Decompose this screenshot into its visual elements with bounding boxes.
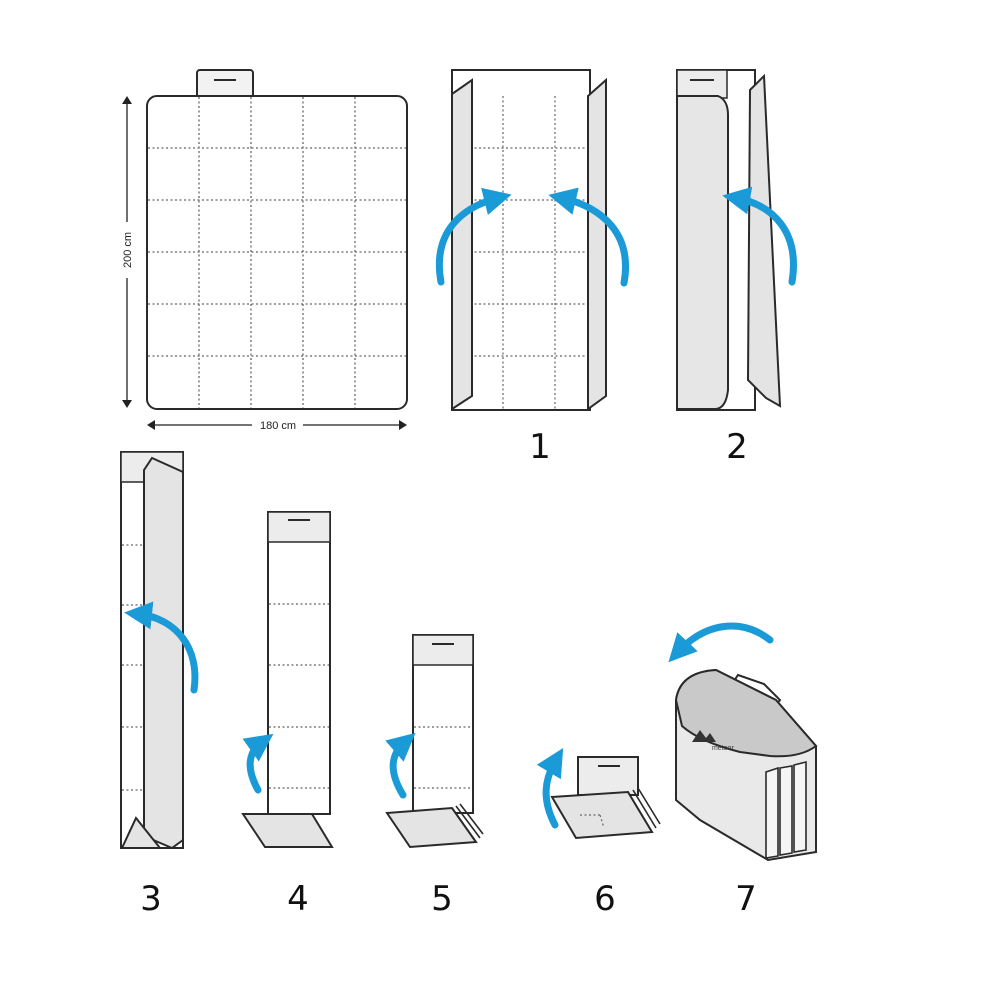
curved-arrow-icon: [548, 187, 629, 287]
right-folded-flap: [587, 77, 607, 411]
step-2-label: 2: [726, 427, 748, 467]
curved-arrow-icon: [668, 622, 774, 663]
blanket-handle-tab: [196, 69, 254, 99]
folded-strip: [143, 456, 184, 850]
mountain-logo-icon: [692, 730, 716, 742]
width-label: 180 cm: [260, 420, 296, 432]
curved-arrow-icon: [385, 732, 416, 799]
right-folding-panel: [746, 73, 782, 408]
step-3-label: 3: [140, 879, 162, 919]
curved-arrow-icon: [436, 187, 512, 286]
step-4-illustration: 4: [241, 511, 334, 919]
unfolded-blanket: 200 cm 180 cm: [122, 69, 408, 432]
height-label: 200 cm: [122, 232, 134, 268]
folded-half: [676, 95, 729, 410]
step-2-illustration: 2: [676, 69, 797, 467]
folded-layers: [765, 760, 807, 859]
height-dimension: 200 cm: [122, 96, 134, 408]
blanket-outline: [146, 95, 408, 410]
step-1-illustration: 1: [436, 69, 629, 467]
curved-arrow-icon: [722, 186, 797, 286]
step-4-label: 4: [287, 879, 309, 919]
curved-arrow-icon: [536, 747, 564, 829]
step-7-label: 7: [735, 879, 757, 919]
step-5-illustration: 5: [385, 634, 484, 919]
step-6-illustration: 6: [536, 747, 661, 919]
width-dimension: 180 cm: [147, 420, 407, 432]
step-1-label: 1: [529, 427, 551, 467]
left-folded-flap: [451, 78, 473, 411]
curved-arrow-icon: [242, 733, 274, 794]
step-3-illustration: 3: [120, 451, 199, 919]
bag-brand-text: meteor: [712, 745, 734, 752]
step-5-label: 5: [431, 879, 453, 919]
folded-bottom-section: [241, 813, 334, 848]
folded-bundle: [550, 790, 654, 840]
curved-arrow-icon: [124, 601, 199, 694]
step-7-illustration: meteor 7: [668, 622, 818, 919]
step-6-label: 6: [594, 879, 616, 919]
